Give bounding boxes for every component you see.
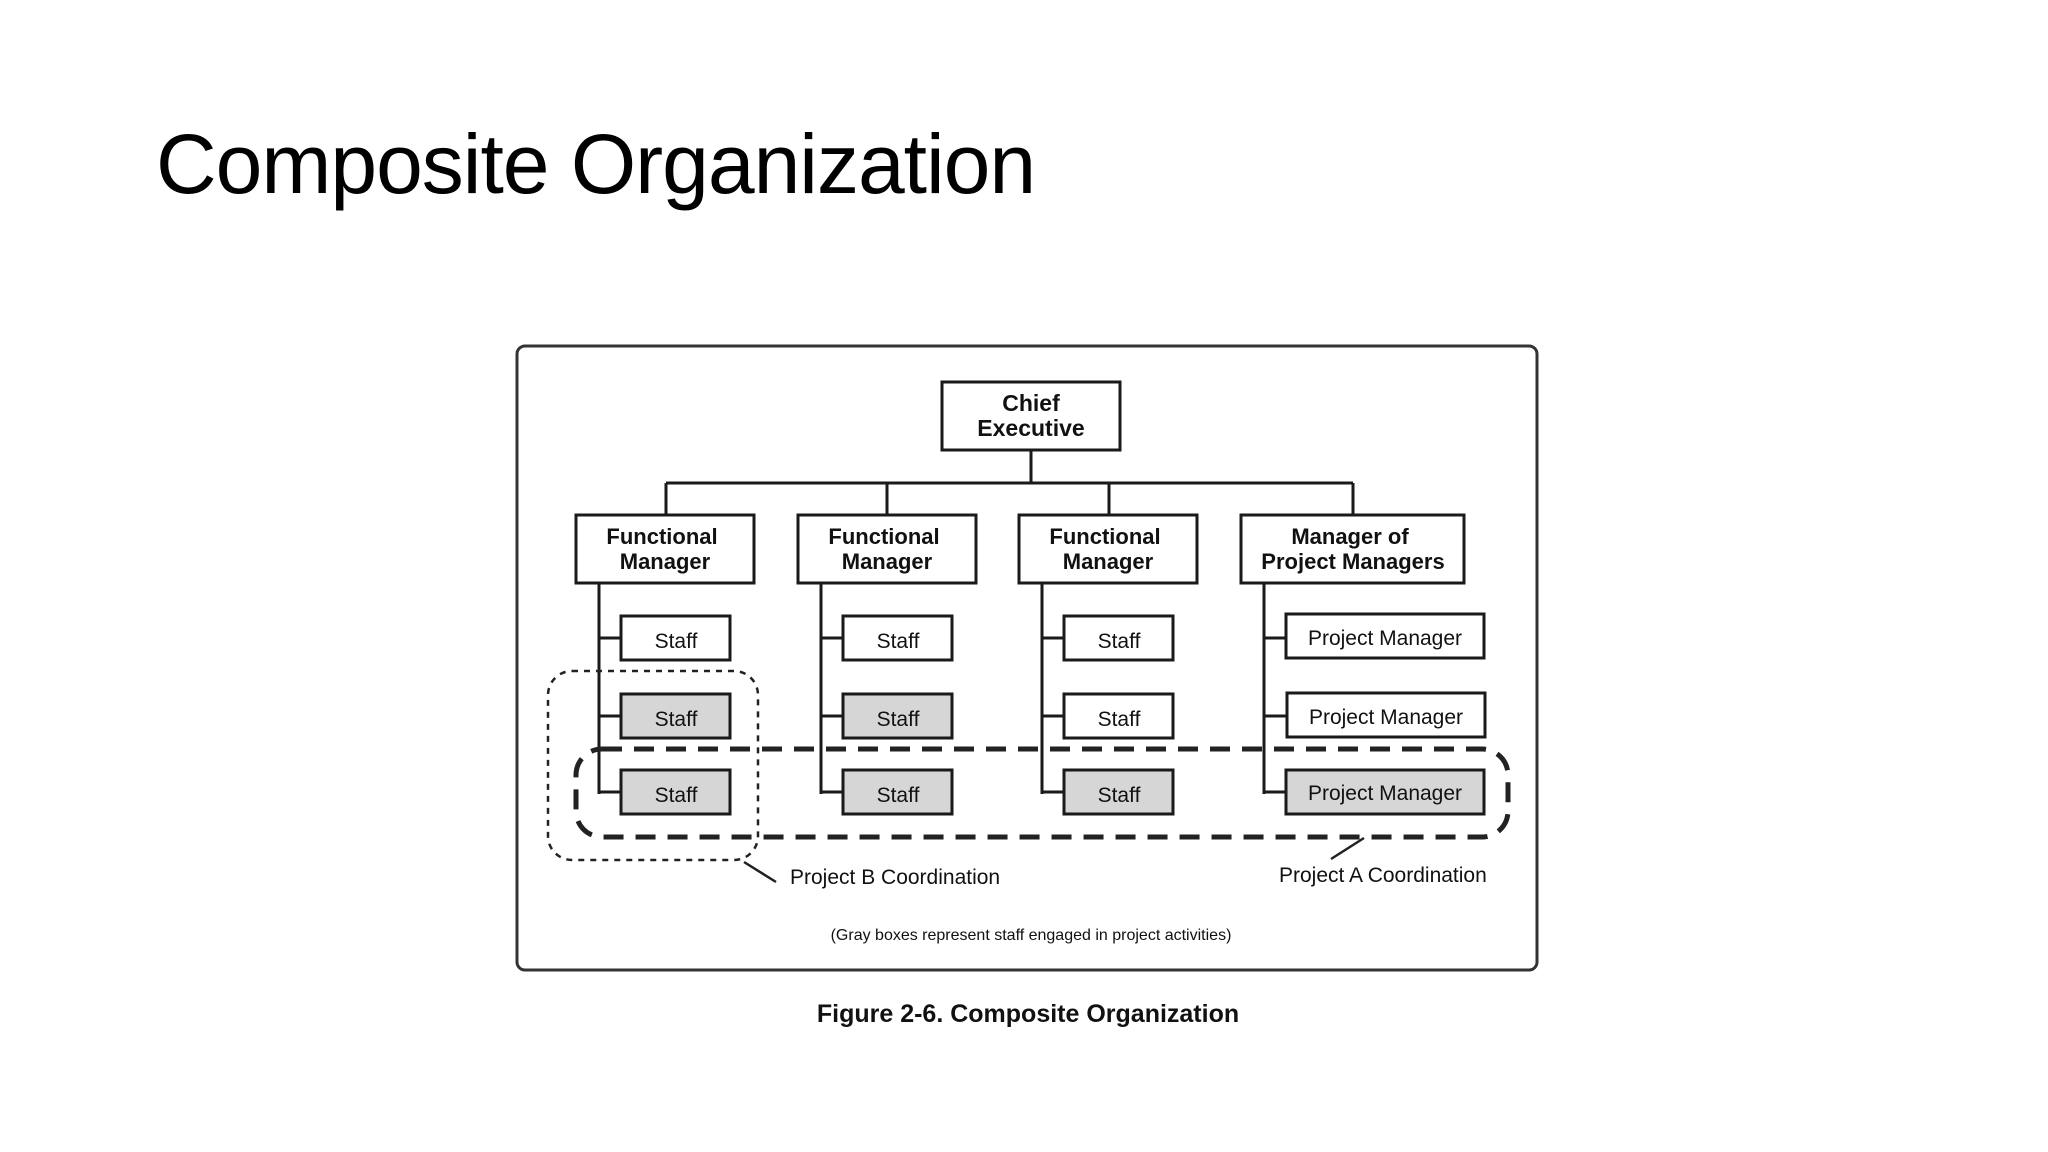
project-b-outline bbox=[546, 669, 760, 862]
svg-text:Functional: Functional bbox=[828, 524, 939, 549]
svg-text:Functional: Functional bbox=[606, 524, 717, 549]
svg-text:Functional: Functional bbox=[1049, 524, 1160, 549]
svg-text:Manager of: Manager of bbox=[1291, 524, 1409, 549]
svg-text:Manager: Manager bbox=[842, 549, 933, 574]
svg-text:Staff: Staff bbox=[655, 708, 698, 731]
slide-title: Composite Organization bbox=[156, 117, 1036, 211]
chief-line-2: Executive bbox=[977, 415, 1084, 441]
svg-text:Staff: Staff bbox=[655, 784, 698, 807]
project-a-label: Project A Coordination bbox=[1279, 864, 1487, 887]
connector-lines bbox=[597, 450, 1355, 794]
chief-line-1: Chief bbox=[1002, 390, 1060, 416]
svg-text:Staff: Staff bbox=[877, 708, 920, 731]
svg-text:Project Managers: Project Managers bbox=[1261, 549, 1444, 574]
staff-box-gray: Staff bbox=[1062, 768, 1175, 816]
staff-box: Staff bbox=[841, 614, 954, 662]
staff-box-gray: Staff bbox=[841, 768, 954, 816]
project-manager-box: Project Manager bbox=[1284, 612, 1486, 660]
svg-text:Project Manager: Project Manager bbox=[1308, 627, 1462, 650]
staff-box-gray: Staff bbox=[619, 768, 732, 816]
figure-caption: Figure 2-6. Composite Organization bbox=[817, 1000, 1239, 1028]
legend-note: (Gray boxes represent staff engaged in p… bbox=[831, 927, 1232, 944]
manager-of-pm-box: Manager of Project Managers bbox=[1239, 513, 1466, 585]
svg-text:Staff: Staff bbox=[1098, 708, 1141, 731]
svg-text:Staff: Staff bbox=[877, 784, 920, 807]
project-manager-box: Project Manager bbox=[1285, 691, 1487, 739]
project-a-outline bbox=[573, 746, 1511, 840]
svg-text:Staff: Staff bbox=[655, 630, 698, 653]
figure-frame bbox=[515, 344, 1539, 972]
svg-text:Project Manager: Project Manager bbox=[1309, 706, 1463, 729]
project-b-label: Project B Coordination bbox=[790, 866, 1000, 889]
staff-box-gray: Staff bbox=[619, 692, 732, 740]
svg-text:Staff: Staff bbox=[1098, 784, 1141, 807]
manager-box-1: Functional Manager bbox=[574, 513, 756, 585]
staff-box: Staff bbox=[1062, 614, 1175, 662]
manager-box-2: Functional Manager bbox=[796, 513, 978, 585]
svg-text:Staff: Staff bbox=[877, 630, 920, 653]
staff-box: Staff bbox=[1062, 692, 1175, 740]
staff-box-gray: Staff bbox=[841, 692, 954, 740]
project-a-callout-line bbox=[1330, 836, 1365, 861]
svg-text:Manager: Manager bbox=[620, 549, 711, 574]
svg-text:Manager: Manager bbox=[1063, 549, 1154, 574]
staff-box: Staff bbox=[619, 614, 732, 662]
svg-text:Project Manager: Project Manager bbox=[1308, 782, 1462, 805]
manager-box-3: Functional Manager bbox=[1017, 513, 1199, 585]
chief-executive-box: Chief Executive bbox=[940, 380, 1122, 452]
svg-text:Staff: Staff bbox=[1098, 630, 1141, 653]
project-manager-box-gray: Project Manager bbox=[1284, 768, 1486, 816]
project-b-callout-line bbox=[743, 860, 777, 884]
